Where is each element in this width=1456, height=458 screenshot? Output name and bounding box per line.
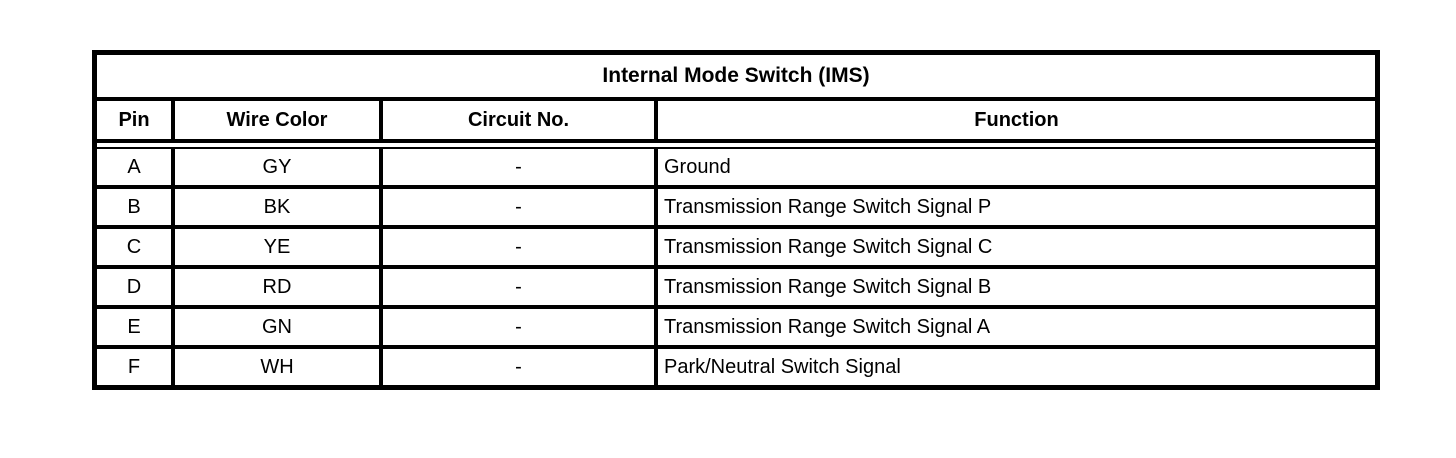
table-row-pin-e: E GN - Transmission Range Switch Signal … bbox=[97, 309, 1375, 349]
wire-color-cell: GN bbox=[175, 309, 383, 345]
wire-color-cell: YE bbox=[175, 229, 383, 265]
header-function: Function bbox=[974, 108, 1059, 131]
table-row-pin-a: A GY - Ground bbox=[97, 149, 1375, 189]
pin-cell: B bbox=[97, 189, 175, 225]
function-cell: Transmission Range Switch Signal P bbox=[664, 195, 992, 218]
wire-color-cell: GY bbox=[175, 149, 383, 185]
header-pin: Pin bbox=[97, 101, 175, 139]
header-separator-rule bbox=[97, 139, 1375, 149]
table-row-pin-d: D RD - Transmission Range Switch Signal … bbox=[97, 269, 1375, 309]
function-cell: Transmission Range Switch Signal A bbox=[664, 315, 991, 338]
circuit-no-cell: - bbox=[383, 149, 658, 185]
function-cell: Ground bbox=[664, 155, 731, 178]
function-cell: Park/Neutral Switch Signal bbox=[664, 355, 901, 378]
pin-cell: E bbox=[97, 309, 175, 345]
pin-cell: C bbox=[97, 229, 175, 265]
function-cell: Transmission Range Switch Signal C bbox=[664, 235, 993, 258]
circuit-no-cell: - bbox=[383, 189, 658, 225]
wire-color-cell: RD bbox=[175, 269, 383, 305]
pin-cell: F bbox=[97, 349, 175, 385]
table-row-pin-b: B BK - Transmission Range Switch Signal … bbox=[97, 189, 1375, 229]
table-title-row: Internal Mode Switch (IMS) bbox=[97, 55, 1375, 101]
circuit-no-cell: - bbox=[383, 229, 658, 265]
pin-cell: D bbox=[97, 269, 175, 305]
table-row-pin-c: C YE - Transmission Range Switch Signal … bbox=[97, 229, 1375, 269]
table-row-pin-f: F WH - Park/Neutral Switch Signal bbox=[97, 349, 1375, 385]
wire-color-cell: WH bbox=[175, 349, 383, 385]
function-cell: Transmission Range Switch Signal B bbox=[664, 275, 992, 298]
wire-color-cell: BK bbox=[175, 189, 383, 225]
table-header-row: Pin Wire Color Circuit No. Function bbox=[97, 101, 1375, 139]
pin-cell: A bbox=[97, 149, 175, 185]
circuit-no-cell: - bbox=[383, 269, 658, 305]
ims-pinout-table: Internal Mode Switch (IMS) Pin Wire Colo… bbox=[92, 50, 1380, 390]
header-circuit-no: Circuit No. bbox=[383, 101, 658, 139]
header-wire-color: Wire Color bbox=[175, 101, 383, 139]
table-title: Internal Mode Switch (IMS) bbox=[602, 64, 870, 87]
circuit-no-cell: - bbox=[383, 309, 658, 345]
circuit-no-cell: - bbox=[383, 349, 658, 385]
